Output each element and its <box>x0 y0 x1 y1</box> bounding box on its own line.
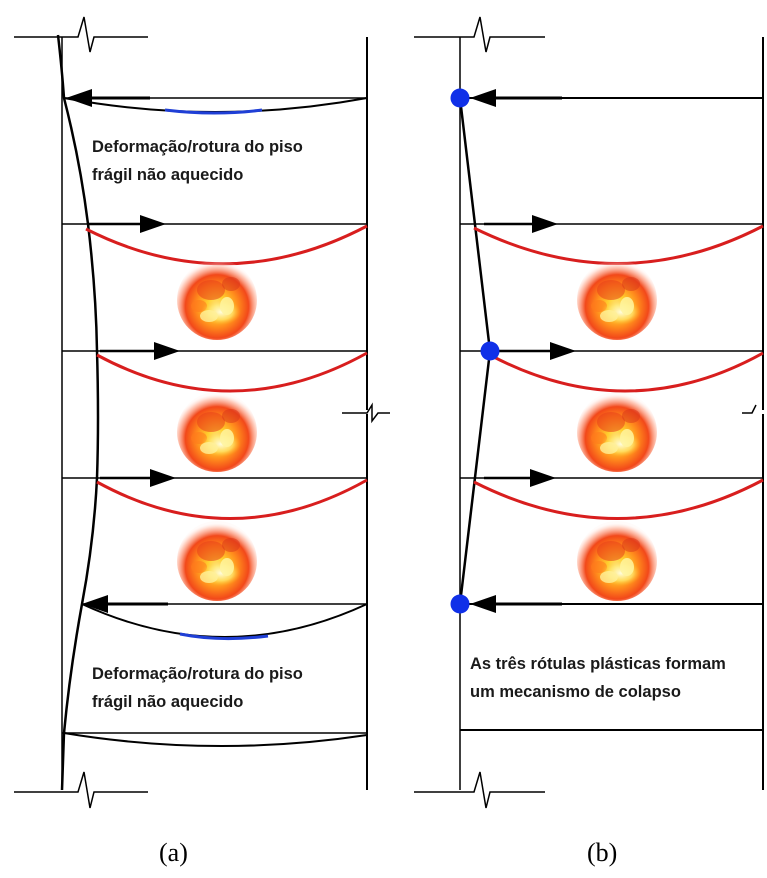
floor-3-heated-b <box>489 351 764 393</box>
panel-a-top-label: Deformação/rotura do piso frágil não aqu… <box>92 133 303 189</box>
caption-a: (a) <box>159 838 188 867</box>
arrow-5-head-b <box>470 595 496 613</box>
column-break-b <box>742 404 757 414</box>
arrow-5-head-a <box>82 595 108 613</box>
left-column-deformed-a <box>56 34 100 791</box>
panel-b-label-line-2: um mecanismo de colapso <box>470 683 681 701</box>
panel-a-bottom-label-line-2: frágil não aquecido <box>92 693 244 711</box>
floor-2-heated-b <box>473 224 764 265</box>
panel-a-top-label-line-1: Deformação/rotura do piso <box>92 138 303 156</box>
plastic-hinge-bottom <box>450 594 470 614</box>
bottom-break-b <box>414 771 545 809</box>
arrow-4-head-b <box>530 469 556 487</box>
panel-a-bottom-label-line-1: Deformação/rotura do piso <box>92 665 303 683</box>
caption-b: (b) <box>587 838 618 867</box>
top-break-b <box>414 16 545 53</box>
arrow-1-head-b <box>470 89 496 107</box>
panel-b-label: As três rótulas plásticas formam um meca… <box>470 650 726 706</box>
floor-4-heated-a <box>96 478 368 520</box>
panel-b <box>414 16 764 809</box>
arrow-4-head-a <box>150 469 176 487</box>
floor-1-deflection-a <box>63 97 368 113</box>
plastic-hinge-top <box>450 88 470 108</box>
arrow-2-head-a <box>140 215 166 233</box>
panel-a-top-label-line-2: frágil não aquecido <box>92 166 244 184</box>
fire-icon <box>577 392 657 472</box>
fire-icon <box>177 392 257 472</box>
arrow-3-head-b <box>550 342 576 360</box>
floor-5-deflection-a <box>81 603 368 638</box>
panel-b-label-line-1: As três rótulas plásticas formam <box>470 655 726 673</box>
fire-icon <box>177 260 257 340</box>
floor-3-heated-a <box>96 351 368 393</box>
panel-a-bottom-label: Deformação/rotura do piso frágil não aqu… <box>92 660 303 716</box>
floor-5-failure-a <box>179 632 269 641</box>
fire-icon <box>177 521 257 601</box>
arrow-3-head-a <box>154 342 180 360</box>
floor-1-failure-a <box>164 108 263 115</box>
plastic-hinge-middle <box>480 341 500 361</box>
arrow-2-head-b <box>532 215 558 233</box>
column-break-a <box>342 402 390 424</box>
fire-icon <box>577 521 657 601</box>
floor-2-heated-a <box>85 224 368 266</box>
arrow-1-head-a <box>66 89 92 107</box>
top-break-a <box>14 16 148 53</box>
floor-4-heated-b <box>473 478 764 520</box>
fire-icon <box>577 260 657 340</box>
bottom-break-a <box>14 771 148 809</box>
floor-6-deflection-a <box>63 732 368 747</box>
